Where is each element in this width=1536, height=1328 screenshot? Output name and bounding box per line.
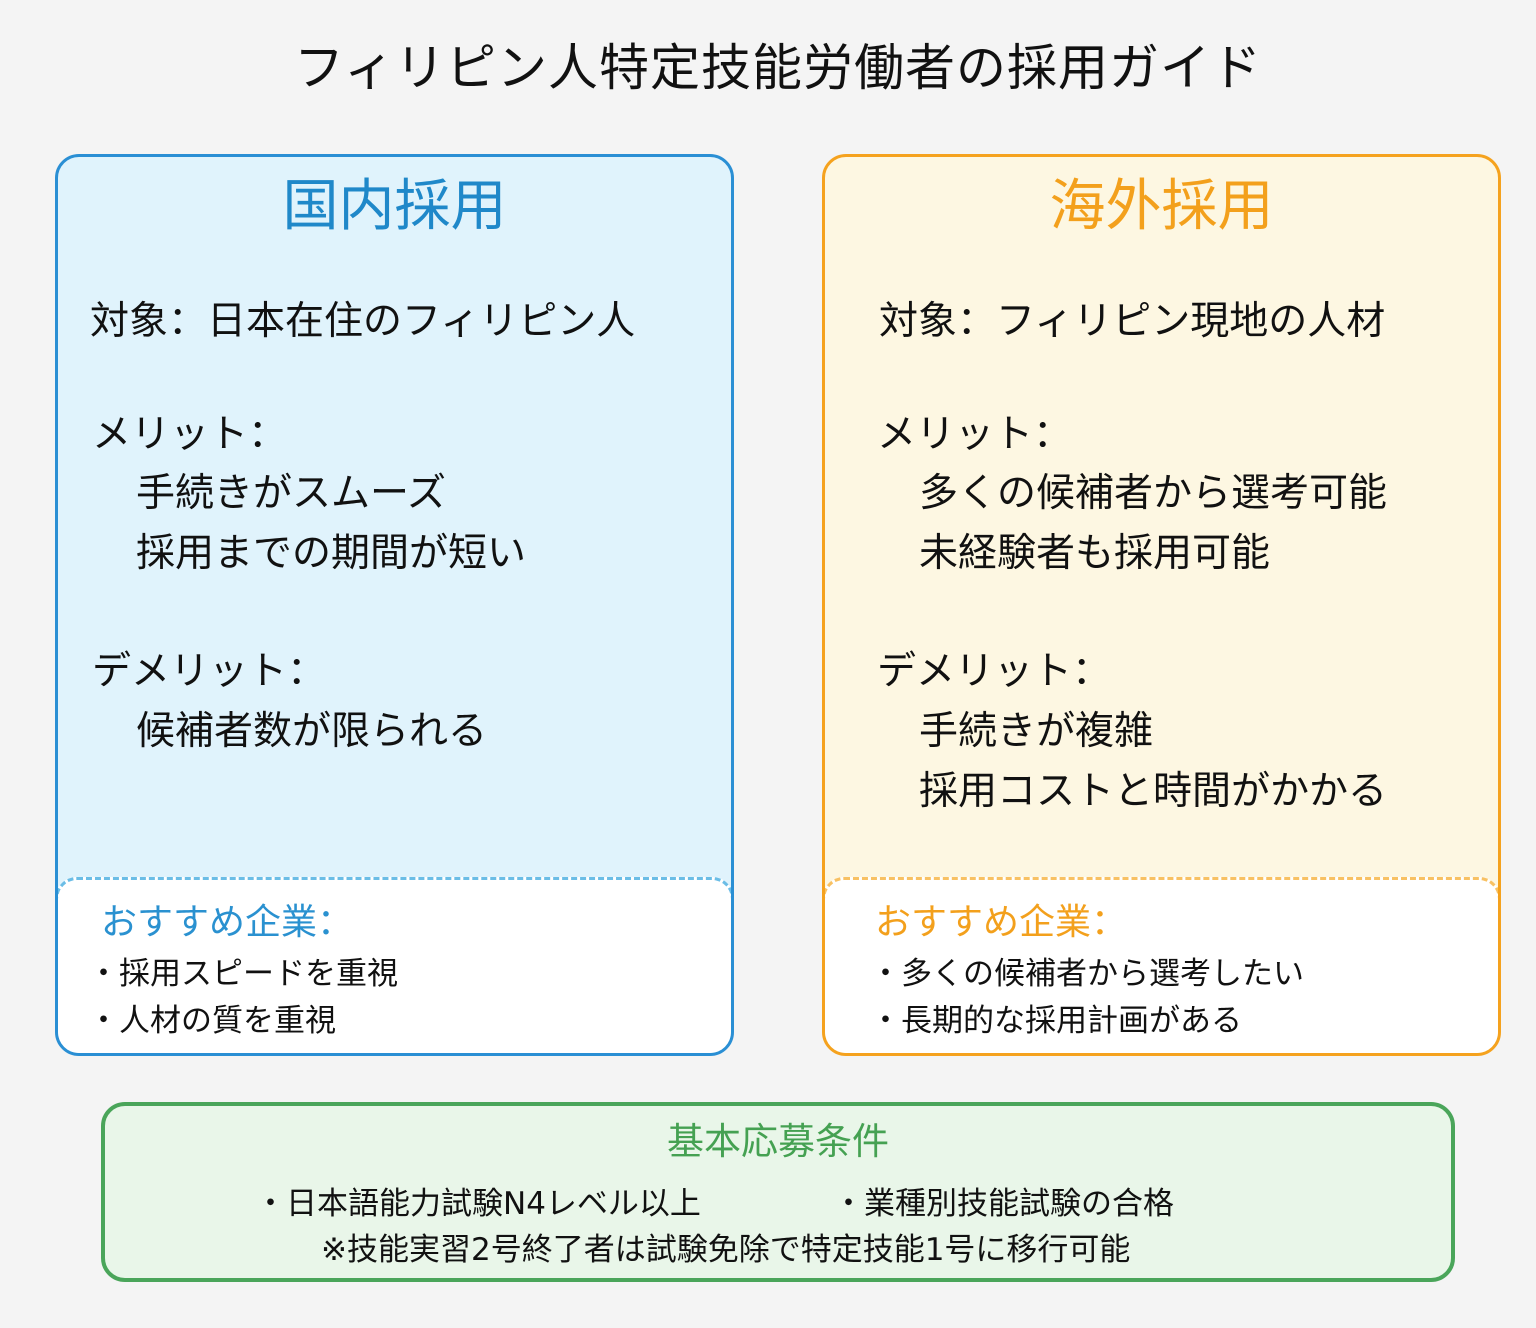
domestic-demerits-label: デメリット： bbox=[92, 649, 327, 694]
overseas-recommended-item: ・多くの候補者から選考したい bbox=[870, 956, 1304, 992]
domestic-recommended-item: ・人材の質を重視 bbox=[88, 1003, 336, 1039]
overseas-merits-label: メリット： bbox=[877, 412, 1073, 457]
domestic-recommended-item: ・採用スピードを重視 bbox=[88, 956, 398, 992]
domestic-recommended-box: おすすめ企業： ・採用スピードを重視 ・人材の質を重視 bbox=[58, 877, 731, 1053]
overseas-card-title: 海外採用 bbox=[1049, 174, 1274, 239]
requirements-note: ※技能実習2号終了者は試験免除で特定技能1号に移行可能 bbox=[321, 1232, 1131, 1268]
overseas-recommended-box: おすすめ企業： ・多くの候補者から選考したい ・長期的な採用計画がある bbox=[825, 877, 1498, 1053]
domestic-recruitment-card: 国内採用 対象：日本在住のフィリピン人 メリット： 手続きがスムーズ 採用までの… bbox=[55, 154, 734, 1056]
domestic-recommended-label: おすすめ企業： bbox=[101, 902, 354, 943]
domestic-merit-item: 採用までの期間が短い bbox=[136, 531, 527, 576]
page-title: フィリピン人特定技能労働者の採用ガイド bbox=[294, 39, 1262, 97]
domestic-merits-label: メリット： bbox=[92, 412, 288, 457]
requirements-title: 基本応募条件 bbox=[667, 1120, 889, 1163]
domestic-card-title: 国内採用 bbox=[282, 174, 507, 239]
overseas-recruitment-card: 海外採用 対象：フィリピン現地の人材 メリット： 多くの候補者から選考可能 未経… bbox=[822, 154, 1501, 1056]
overseas-demerits-label: デメリット： bbox=[877, 649, 1112, 694]
requirement-item: ・日本語能力試験N4レベル以上 bbox=[255, 1186, 701, 1222]
overseas-recommended-label: おすすめ企業： bbox=[875, 902, 1128, 943]
domestic-demerit-item: 候補者数が限られる bbox=[136, 709, 488, 754]
domestic-target: 対象：日本在住のフィリピン人 bbox=[90, 299, 636, 344]
overseas-merit-item: 未経験者も採用可能 bbox=[919, 531, 1271, 576]
requirement-item: ・業種別技能試験の合格 bbox=[833, 1186, 1174, 1222]
overseas-recommended-item: ・長期的な採用計画がある bbox=[870, 1003, 1242, 1039]
overseas-merit-item: 多くの候補者から選考可能 bbox=[919, 471, 1388, 516]
overseas-demerit-item: 手続きが複雑 bbox=[919, 709, 1154, 754]
basic-requirements-box: 基本応募条件 ・日本語能力試験N4レベル以上 ・業種別技能試験の合格 ※技能実習… bbox=[101, 1102, 1455, 1282]
overseas-demerit-item: 採用コストと時間がかかる bbox=[919, 769, 1388, 814]
overseas-target: 対象：フィリピン現地の人材 bbox=[879, 299, 1386, 344]
domestic-merit-item: 手続きがスムーズ bbox=[136, 471, 447, 516]
